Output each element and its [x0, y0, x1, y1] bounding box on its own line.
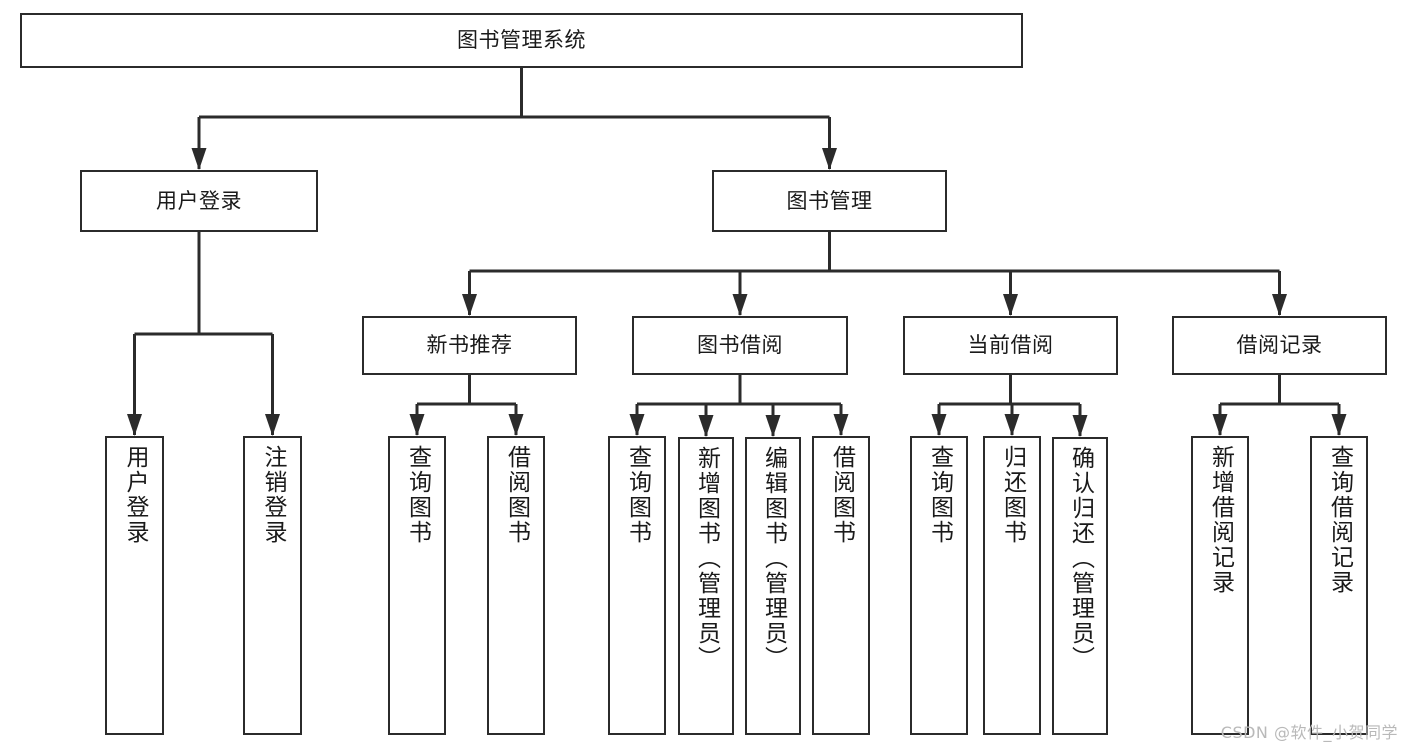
node-leaf-confirm-return[interactable]: 确认归还（管理员）: [1052, 437, 1108, 735]
node-leaf-return-book[interactable]: 归还图书: [983, 436, 1041, 735]
node-root[interactable]: 图书管理系统: [20, 13, 1023, 68]
arrow-head-icon: [1004, 414, 1020, 436]
node-leaf-logout[interactable]: 注销登录: [243, 436, 302, 735]
node-label-leaf-add-record: 新增借阅记录: [1207, 445, 1234, 595]
node-leaf-query-book-2[interactable]: 查询图书: [608, 436, 666, 735]
node-label-root: 图书管理系统: [457, 28, 586, 53]
node-label-leaf-edit-book: 编辑图书（管理员）: [760, 446, 787, 671]
arrow-head-icon: [765, 415, 781, 437]
arrow-head-icon: [1331, 414, 1347, 436]
arrow-head-icon: [931, 414, 947, 436]
node-label-book-borrow: 图书借阅: [697, 333, 783, 358]
node-label-current-borrow: 当前借阅: [967, 333, 1054, 358]
node-label-book-manage: 图书管理: [786, 188, 873, 213]
node-new-book-rec[interactable]: 新书推荐: [362, 316, 577, 375]
node-label-user-login: 用户登录: [156, 188, 242, 213]
arrow-head-icon: [462, 294, 477, 316]
arrow-head-icon: [1003, 294, 1018, 316]
node-book-manage[interactable]: 图书管理: [712, 170, 947, 232]
node-leaf-add-book[interactable]: 新增图书（管理员）: [678, 437, 734, 735]
node-leaf-query-record[interactable]: 查询借阅记录: [1310, 436, 1368, 735]
node-leaf-query-book-3[interactable]: 查询图书: [910, 436, 968, 735]
arrow-head-icon: [698, 415, 714, 437]
arrow-head-icon: [732, 294, 748, 316]
node-label-leaf-borrow-book-1: 借阅图书: [503, 445, 530, 545]
node-label-leaf-user-login: 用户登录: [122, 445, 148, 545]
node-label-leaf-add-book: 新增图书（管理员）: [693, 446, 720, 671]
node-leaf-user-login[interactable]: 用户登录: [105, 436, 164, 735]
node-label-borrow-record: 借阅记录: [1236, 333, 1323, 358]
node-label-leaf-return-book: 归还图书: [999, 445, 1026, 545]
node-label-leaf-query-record: 查询借阅记录: [1326, 445, 1353, 595]
node-label-leaf-query-book-1: 查询图书: [404, 445, 431, 545]
arrow-head-icon: [191, 148, 207, 170]
node-label-new-book-rec: 新书推荐: [426, 333, 513, 358]
arrow-head-icon: [508, 414, 524, 436]
node-label-leaf-confirm-return: 确认归还（管理员）: [1067, 446, 1094, 671]
arrow-head-icon: [265, 414, 280, 436]
node-label-leaf-logout: 注销登录: [260, 445, 286, 545]
arrow-head-icon: [1212, 414, 1228, 436]
arrow-head-icon: [1072, 415, 1088, 437]
arrow-head-icon: [629, 414, 645, 436]
node-leaf-edit-book[interactable]: 编辑图书（管理员）: [745, 437, 801, 735]
arrow-head-icon: [1272, 294, 1287, 316]
arrow-head-icon: [833, 414, 849, 436]
arrow-head-icon: [409, 414, 425, 436]
node-label-leaf-borrow-book-2: 借阅图书: [828, 445, 855, 545]
node-leaf-add-record[interactable]: 新增借阅记录: [1191, 436, 1249, 735]
node-leaf-borrow-book-2[interactable]: 借阅图书: [812, 436, 870, 735]
arrow-head-icon: [822, 148, 837, 170]
node-current-borrow[interactable]: 当前借阅: [903, 316, 1118, 375]
node-user-login[interactable]: 用户登录: [80, 170, 318, 232]
node-borrow-record[interactable]: 借阅记录: [1172, 316, 1387, 375]
node-label-leaf-query-book-3: 查询图书: [926, 445, 953, 545]
node-label-leaf-query-book-2: 查询图书: [624, 445, 651, 545]
node-book-borrow[interactable]: 图书借阅: [632, 316, 848, 375]
node-leaf-query-book-1[interactable]: 查询图书: [388, 436, 446, 735]
node-leaf-borrow-book-1[interactable]: 借阅图书: [487, 436, 545, 735]
arrow-head-icon: [127, 414, 142, 436]
